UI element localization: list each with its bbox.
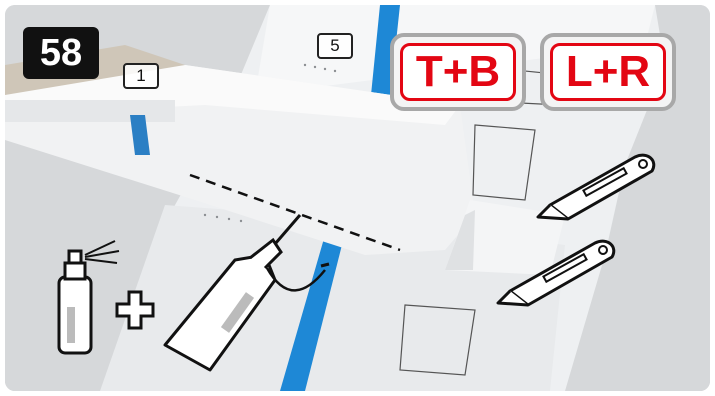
cutter-knife-icon [490,233,630,313]
tag-left-right: L+R [540,33,676,111]
glue-bottle-icon [155,210,345,375]
part-label-1: 1 [123,63,159,89]
step-number-badge: 58 [23,27,99,79]
tag-top-bottom-label: T+B [400,43,516,101]
plus-icon [115,290,155,330]
tag-top-bottom: T+B [390,33,526,111]
cutter-knife-icon [530,147,670,227]
part-label-5: 5 [317,33,353,59]
tag-left-right-label: L+R [550,43,666,101]
assembly-photo: 58 1 5 T+B L+R [5,5,710,391]
